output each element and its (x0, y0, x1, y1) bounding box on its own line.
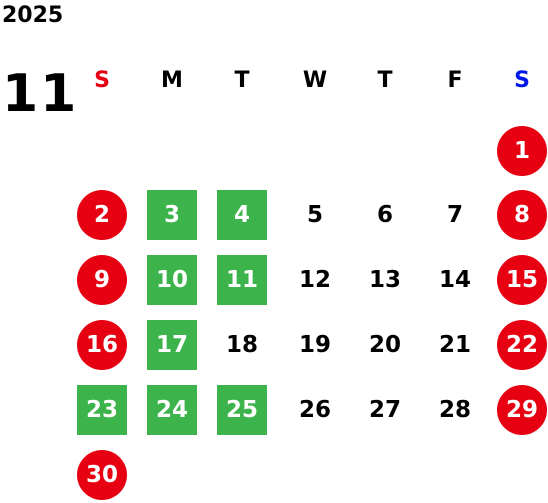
calendar-day-19: 19 (298, 332, 331, 358)
calendar-day-5: 5 (306, 202, 323, 228)
calendar-day-8: 8 (497, 190, 547, 240)
calendar-day-21: 21 (438, 332, 471, 358)
weekday-label-sun: S (94, 68, 110, 93)
weekday-label-fri: F (447, 68, 463, 93)
calendar-day-20: 20 (368, 332, 401, 358)
calendar-day-27: 27 (368, 397, 401, 423)
calendar-day-26: 26 (298, 397, 331, 423)
calendar-day-24: 24 (147, 385, 197, 435)
calendar-day-15: 15 (497, 255, 547, 305)
calendar-day-25: 25 (217, 385, 267, 435)
calendar-day-2: 2 (77, 190, 127, 240)
weekday-label-tue: T (234, 68, 250, 93)
calendar-day-16: 16 (77, 320, 127, 370)
calendar-day-18: 18 (225, 332, 258, 358)
calendar-day-28: 28 (438, 397, 471, 423)
calendar-year: 2025 (2, 3, 64, 28)
calendar-day-1: 1 (497, 126, 547, 176)
calendar-day-3: 3 (147, 190, 197, 240)
weekday-label-thu: T (377, 68, 393, 93)
weekday-label-mon: M (161, 68, 183, 93)
calendar-day-29: 29 (497, 385, 547, 435)
calendar-day-17: 17 (147, 320, 197, 370)
calendar-day-30: 30 (77, 450, 127, 500)
calendar-day-12: 12 (298, 267, 331, 293)
calendar-day-6: 6 (376, 202, 393, 228)
calendar-day-10: 10 (147, 255, 197, 305)
calendar-day-4: 4 (217, 190, 267, 240)
calendar-month: 11 (2, 64, 79, 124)
calendar-day-13: 13 (368, 267, 401, 293)
weekday-label-wed: W (302, 68, 328, 93)
calendar-day-9: 9 (77, 255, 127, 305)
calendar-day-14: 14 (438, 267, 471, 293)
calendar-day-23: 23 (77, 385, 127, 435)
calendar-day-7: 7 (446, 202, 463, 228)
weekday-label-sat: S (514, 68, 530, 93)
calendar-day-11: 11 (217, 255, 267, 305)
calendar-day-22: 22 (497, 320, 547, 370)
